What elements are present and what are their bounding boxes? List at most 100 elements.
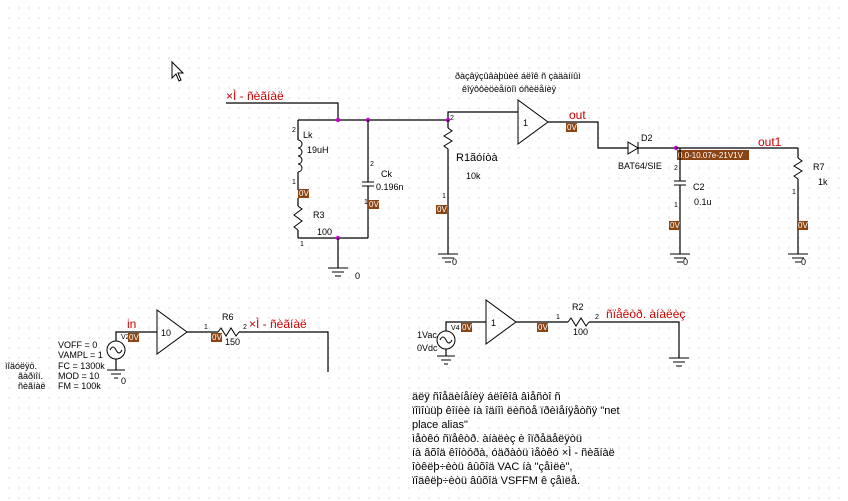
- svg-text:1: 1: [442, 193, 446, 200]
- svg-text:0V: 0V: [129, 333, 139, 342]
- svg-text:0V: 0V: [670, 221, 680, 230]
- wire-to-buffer: [447, 111, 518, 120]
- voltage-marker[interactable]: [461, 323, 472, 332]
- net-label-input-alias-2[interactable]: ×Ì - ñèãíàë: [249, 316, 307, 331]
- svg-text:2: 2: [450, 115, 454, 122]
- ground-symbol: [437, 355, 455, 365]
- r7-value: 1k: [818, 177, 828, 187]
- ground-symbol: [670, 253, 690, 263]
- note-line-2: ïîìîùüþ êîíèè íà îäíîì ëèñòå ïðèìåíÿåòñÿ…: [412, 405, 620, 417]
- resistor-r3[interactable]: R3 100 1: [293, 198, 332, 248]
- svg-text:0: 0: [452, 257, 457, 267]
- svg-text:1: 1: [491, 318, 496, 328]
- ground-symbol: [107, 369, 125, 379]
- resistor-r1[interactable]: 2 1 R1ãóíòà 10k: [442, 115, 498, 254]
- voltage-marker[interactable]: [211, 333, 222, 342]
- v2-param-fc: FC = 1300k: [58, 361, 105, 371]
- svg-text:0V: 0V: [567, 123, 577, 132]
- svg-text:2: 2: [292, 127, 296, 134]
- svg-text:2: 2: [370, 161, 374, 168]
- amplifier-gain-10[interactable]: 10: [156, 309, 188, 355]
- wire-v4: [445, 321, 486, 331]
- net-label-out1[interactable]: out1: [758, 135, 782, 149]
- voltage-marker[interactable]: [298, 189, 309, 198]
- d2-value: BAT64/SIE: [618, 161, 662, 171]
- v2-param-fm: FM = 100k: [58, 381, 101, 391]
- note-line-3: place alias": [412, 419, 468, 431]
- annotation-buffer-line1: ðàçâÿçûâàþùèé áëîê ñ çàäàííûì: [455, 71, 581, 81]
- wire-in: [115, 331, 157, 341]
- svg-text:0V: 0V: [538, 323, 548, 332]
- r1-name: R1ãóíòà: [456, 152, 498, 164]
- v2-side-label-2: ãàðìîí.: [18, 371, 43, 381]
- ck-value: 0.196n: [376, 182, 404, 192]
- wire-r2-gnd: [589, 321, 680, 358]
- svg-text:0V: 0V: [462, 323, 472, 332]
- svg-text:0.0-10.07e-21V1V: 0.0-10.07e-21V1V: [678, 151, 744, 160]
- wire-out: [548, 121, 618, 149]
- voltage-marker-out1[interactable]: [677, 150, 749, 160]
- capacitor-c2[interactable]: 2 1 C2 0.1u: [674, 148, 712, 254]
- svg-text:0: 0: [801, 257, 806, 267]
- svg-text:0V: 0V: [212, 333, 222, 342]
- wire-input-alias: [226, 102, 339, 120]
- note-line-4: ìåòêó ñïåêòð. àíàëèç è îïðåäåëÿòü: [412, 433, 582, 445]
- ground-symbol: [788, 253, 808, 263]
- svg-text:2: 2: [674, 165, 678, 172]
- resistor-r7[interactable]: 1 R7 1k: [792, 148, 828, 254]
- voltage-marker[interactable]: [537, 323, 548, 332]
- r2-name: R2: [572, 302, 584, 312]
- annotation-buffer-line2: êîýôôèöèåíòîì óñèëåíèÿ: [462, 84, 557, 94]
- svg-text:0V: 0V: [369, 200, 379, 209]
- net-label-spectrum[interactable]: ñïåêòð. àíàëèç: [606, 307, 685, 321]
- svg-text:10: 10: [161, 328, 171, 338]
- resistor-r6[interactable]: R6 150 2: [217, 312, 247, 347]
- voltage-marker[interactable]: [797, 221, 808, 230]
- net-label-out[interactable]: out: [569, 108, 586, 122]
- svg-text:0: 0: [683, 257, 688, 267]
- voltage-marker[interactable]: [566, 123, 577, 132]
- svg-text:1: 1: [292, 179, 296, 186]
- resistor-r2[interactable]: R2 100 2: [567, 302, 599, 337]
- v2-side-label-1: ìîäóëÿö.: [5, 361, 37, 371]
- voltage-marker[interactable]: [368, 200, 379, 209]
- voltage-source-v4[interactable]: V4: [436, 325, 460, 350]
- inductor-lk[interactable]: 2 1 Lk 19uH: [292, 120, 329, 190]
- voltage-source-v2[interactable]: V2: [106, 334, 130, 360]
- ck-name: Ck: [381, 169, 392, 179]
- r6-value: 150: [225, 337, 240, 347]
- svg-text:1: 1: [792, 189, 796, 196]
- v2-side-label-3: ñèãíàë: [18, 381, 46, 391]
- c2-name: C2: [693, 182, 705, 192]
- svg-text:1: 1: [556, 314, 560, 321]
- voltage-marker[interactable]: [128, 333, 139, 342]
- note-line-1: äëÿ ñîåäèíåíèÿ áëîêîâ âìåñòî ñ: [412, 391, 561, 403]
- r1-value: 10k: [466, 171, 481, 181]
- node: [335, 117, 341, 123]
- voltage-marker[interactable]: [669, 221, 680, 230]
- buffer-amplifier-ac[interactable]: 1: [485, 299, 517, 345]
- net-label-input-alias[interactable]: ×Ì - ñèãíàë: [226, 88, 284, 103]
- net-label-in[interactable]: in: [127, 317, 136, 331]
- svg-text:1: 1: [674, 202, 678, 209]
- d2-name: D2: [641, 133, 653, 143]
- diode-d2[interactable]: D2 BAT64/SIE: [618, 133, 676, 171]
- svg-text:0V: 0V: [798, 221, 808, 230]
- svg-text:2: 2: [595, 314, 599, 321]
- voltage-marker[interactable]: [436, 205, 447, 214]
- capacitor-ck[interactable]: 2 1 Ck 0.196n: [362, 120, 404, 238]
- svg-text:1: 1: [523, 118, 528, 128]
- ground-label: 0: [355, 271, 360, 281]
- note-line-7: ïîäêëþ÷èòü âûõîä VSFFM ê çåìëå.: [412, 475, 580, 487]
- r3-value: 100: [317, 227, 332, 237]
- v4-param-dc: 0Vdc: [417, 343, 438, 353]
- svg-text:1: 1: [204, 324, 208, 331]
- svg-text:0V: 0V: [299, 189, 309, 198]
- svg-text:1: 1: [364, 199, 368, 206]
- ground-symbol: [328, 267, 348, 277]
- v2-param-vampl: VAMPL = 1: [58, 350, 103, 360]
- ground-symbol: [669, 357, 689, 367]
- buffer-amplifier-top[interactable]: 1: [517, 99, 549, 145]
